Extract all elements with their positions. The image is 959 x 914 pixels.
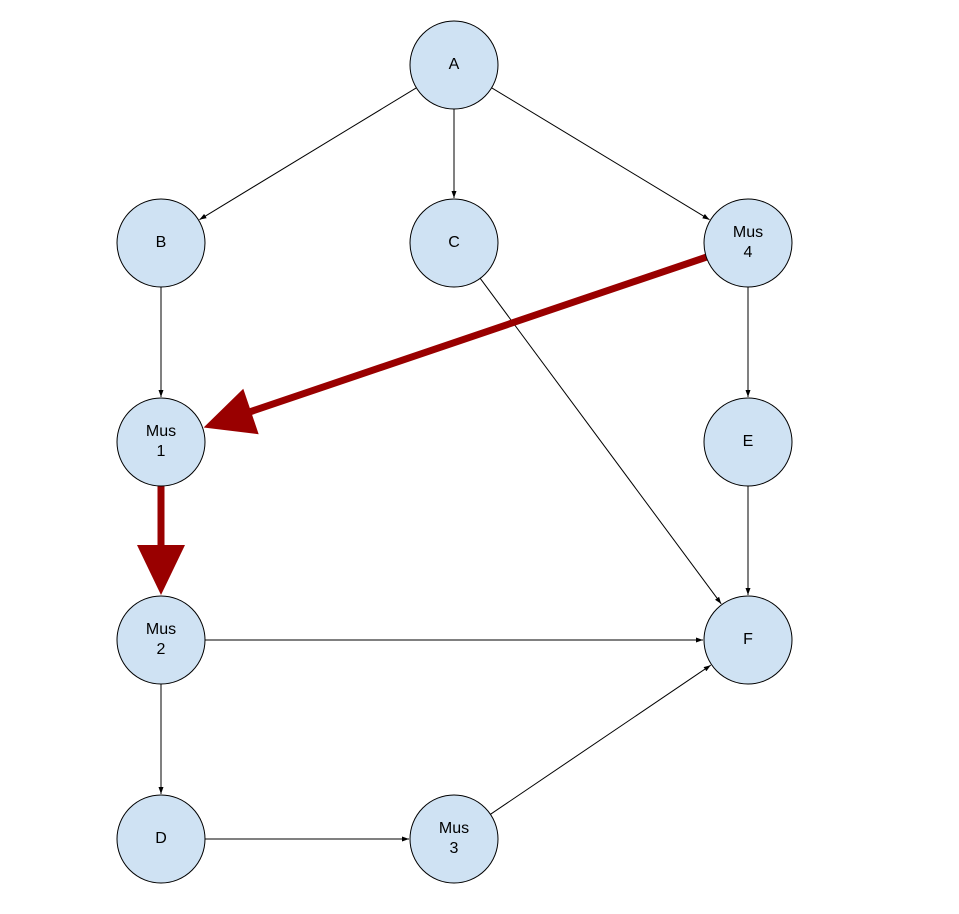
node-mus4-label-line-2: 4 (744, 244, 753, 261)
node-a-label-line-1: A (449, 56, 460, 73)
node-mus3-label-line-1: Mus (439, 820, 469, 837)
edge-c-to-f-arrow (479, 278, 722, 605)
node-e: E (703, 397, 793, 487)
node-mus2: Mus 2 (116, 595, 206, 685)
node-b-circle (116, 198, 206, 288)
node-mus2-label-line-2: 2 (157, 641, 166, 658)
edge-a-to-b-arrow (199, 87, 417, 221)
node-e-label-line-1: E (743, 433, 754, 450)
node-f-circle (703, 595, 793, 685)
node-mus3-circle (409, 794, 499, 884)
node-mus2-label-line-1: Mus (146, 621, 176, 638)
edge-a-to-mus4-arrow (491, 87, 710, 221)
node-d-circle (116, 794, 206, 884)
node-f-label-line-1: F (743, 631, 753, 648)
node-c: C (409, 198, 499, 288)
node-f: F (703, 595, 793, 685)
node-mus1-circle (116, 397, 206, 487)
node-mus1-label-line-2: 1 (157, 443, 166, 460)
node-mus4-label-line-1: Mus (733, 224, 763, 241)
edge-mus4-to-mus1-shaft (247, 253, 710, 415)
node-mus4: Mus 4 (703, 198, 793, 288)
node-c-label-line-1: C (448, 234, 460, 251)
edge-mus4-to-mus1-arrowhead (203, 388, 259, 435)
node-mus3-label-line-2: 3 (450, 840, 459, 857)
node-e-circle (703, 397, 793, 487)
node-a-circle (409, 20, 499, 110)
node-mus3: Mus 3 (409, 794, 499, 884)
node-d-label-line-1: D (155, 830, 167, 847)
node-mus1: Mus 1 (116, 397, 206, 487)
node-mus4-circle (703, 198, 793, 288)
node-b-label-line-1: B (156, 234, 167, 251)
node-mus2-circle (116, 595, 206, 685)
edge-mus1-to-mus2-arrowhead (137, 545, 185, 595)
node-b: B (116, 198, 206, 288)
edge-mus3-to-f-arrow (490, 664, 712, 815)
node-mus1-label-line-1: Mus (146, 423, 176, 440)
edge-mus1-to-mus2-bold-arrow (137, 482, 185, 595)
node-a: A (409, 20, 499, 110)
edge-mus4-to-mus1-bold-arrow (203, 253, 710, 435)
node-c-circle (409, 198, 499, 288)
edges-layer (137, 87, 751, 842)
node-d: D (116, 794, 206, 884)
